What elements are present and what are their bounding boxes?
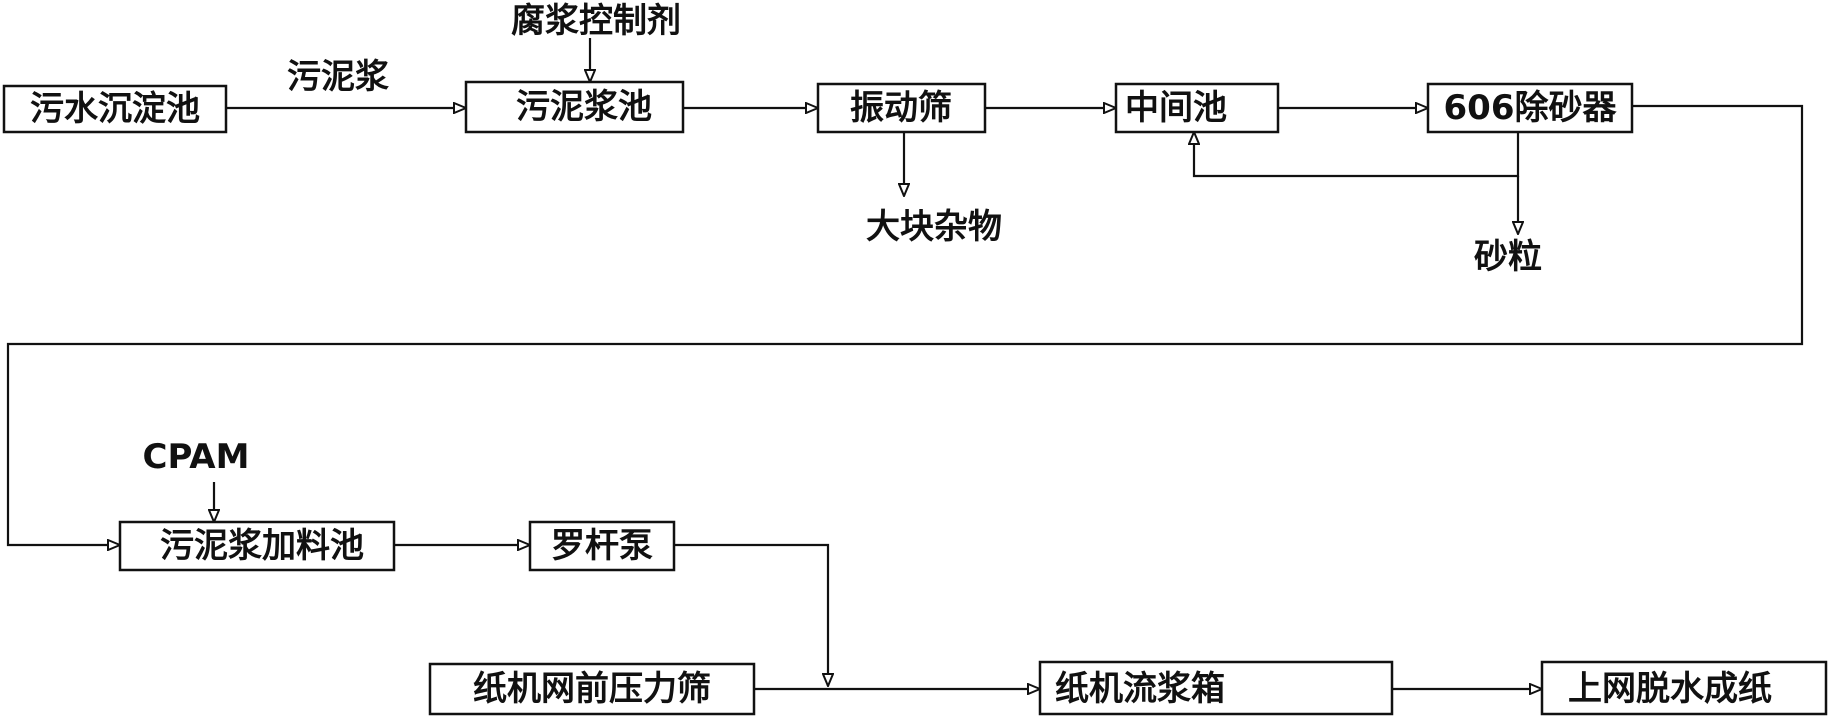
node-screw-pump: 罗杆泵 [528,520,676,572]
arrow-pump-to-main-line [674,543,828,686]
node-desander-606: 606除砂器 [1426,82,1634,134]
arrow-desander-to-feed-tank [6,104,1804,545]
node-label: 振动筛 [850,88,952,128]
arrow-desander-recycle-to-intermediate [1194,132,1520,178]
label-anti-rot-agent: 腐浆控制剂 [511,1,681,41]
label-sludge-pulp: 污泥浆 [287,57,389,97]
node-sewage-settling-tank: 污水沉淀池 [2,84,228,134]
connectors [6,38,1804,689]
label-cpam: CPAM [143,437,250,477]
node-label: 中间池 [1125,88,1227,128]
node-label: 纸机流浆箱 [1055,669,1225,709]
node-headbox: 纸机流浆箱 [1038,660,1394,716]
node-label: 罗杆泵 [551,526,653,566]
node-label: 污泥浆池 [516,87,652,127]
node-label: 纸机网前压力筛 [473,669,711,709]
node-forming-dewatering: 上网脱水成纸 [1540,660,1828,716]
node-label: 上网脱水成纸 [1568,669,1772,709]
node-label: 606除砂器 [1444,88,1618,128]
node-label: 污水沉淀池 [30,89,200,129]
node-sludge-feed-tank: 污泥浆加料池 [118,520,396,572]
label-large-debris: 大块杂物 [866,207,1002,247]
node-pressure-screen: 纸机网前压力筛 [428,662,756,716]
node-vibrating-screen: 振动筛 [816,82,987,134]
node-sludge-pulp-tank: 污泥浆池 [464,80,685,134]
label-sand-grains: 砂粒 [1474,237,1542,277]
node-label: 污泥浆加料池 [160,526,364,566]
node-intermediate-tank: 中间池 [1114,82,1280,134]
